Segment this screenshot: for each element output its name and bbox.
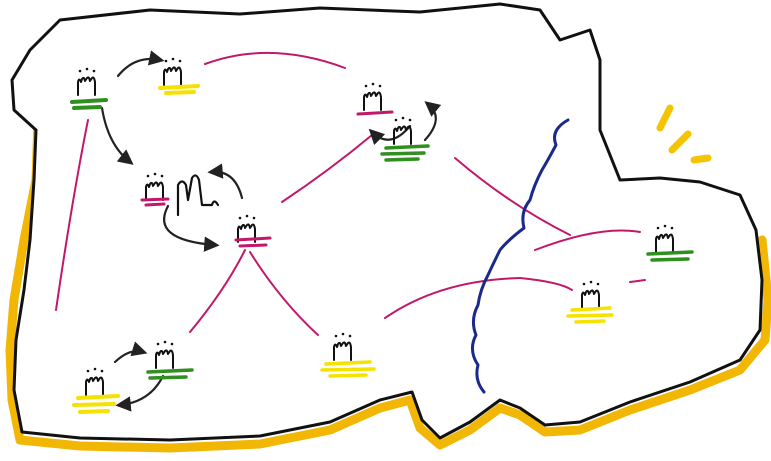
settlement-top-center <box>356 81 394 116</box>
land-outline <box>10 2 764 442</box>
settlement-center-left <box>140 171 220 217</box>
route-line <box>204 51 346 69</box>
route-line <box>629 279 646 283</box>
river <box>471 118 570 394</box>
route-line <box>281 134 373 203</box>
route-line <box>249 251 319 336</box>
settlement-top-center-lower <box>380 115 430 162</box>
route-line <box>534 229 641 251</box>
curved-arrow-icon <box>100 50 442 412</box>
settlement-bottom-left-upper <box>146 339 194 380</box>
route-line <box>454 157 571 236</box>
route-lines <box>55 51 646 336</box>
settlement-top-left <box>70 66 108 110</box>
settlement-right-upper <box>646 223 694 262</box>
route-line <box>55 119 89 311</box>
settlement-bottom-left <box>72 366 120 414</box>
settlement-center-right <box>234 213 272 248</box>
settlement-top-small <box>158 56 200 95</box>
settlement-right-lower <box>566 279 614 324</box>
sun-rays-icon <box>656 104 712 164</box>
settlement-bottom-center <box>320 331 376 378</box>
route-line <box>384 277 521 319</box>
route-line <box>519 277 573 291</box>
factory-icon <box>176 174 220 217</box>
land-shadow <box>5 115 771 453</box>
route-line <box>189 249 246 333</box>
